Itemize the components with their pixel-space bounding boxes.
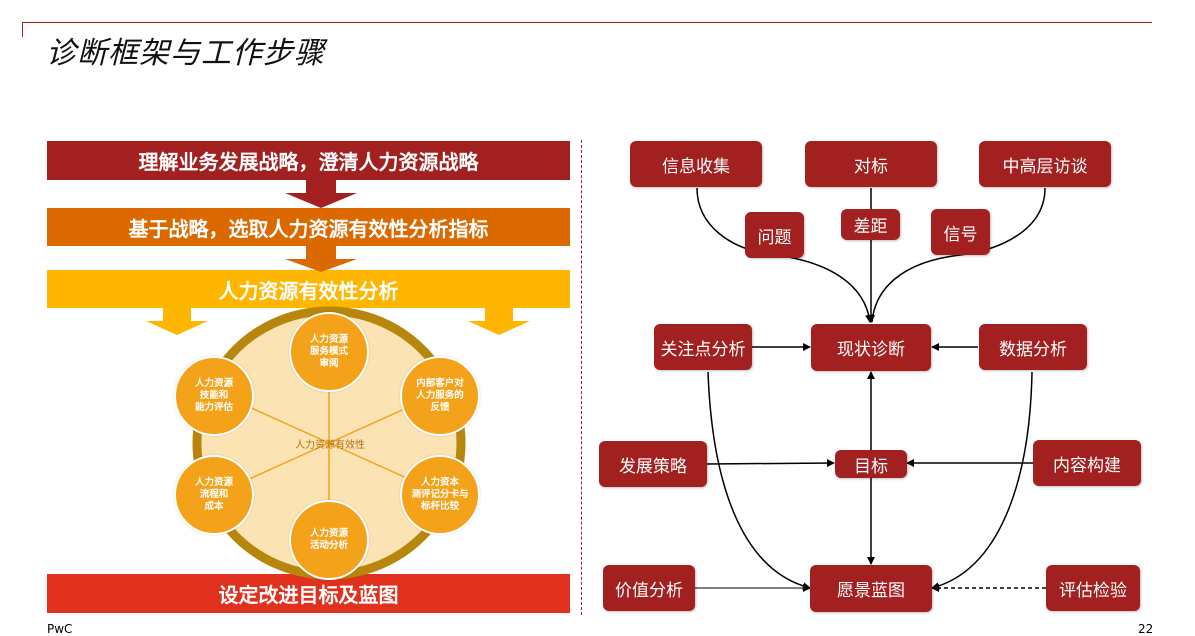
top-rule-tick <box>22 22 23 37</box>
node-goal: 目标 <box>835 450 907 478</box>
page-number: 22 <box>1138 622 1154 636</box>
down-arrow-icon <box>285 180 357 208</box>
node-benchmark: 对标 <box>805 141 937 187</box>
node-evaluation: 评估检验 <box>1046 565 1140 611</box>
wheel-item-activity-analysis: 人力资源 活动分析 <box>289 500 369 580</box>
page-title: 诊断框架与工作步骤 <box>46 36 325 71</box>
down-arrow-icon <box>468 308 530 335</box>
node-current-diagnosis: 现状诊断 <box>811 324 931 371</box>
node-info-collect: 信息收集 <box>630 141 762 187</box>
node-gap: 差距 <box>841 209 900 240</box>
step-4-banner: 设定改进目标及蓝图 <box>47 574 570 613</box>
step-3-banner: 人力资源有效性分析 <box>47 270 570 308</box>
wheel-center-label: 人力资源有效性 <box>295 440 365 451</box>
node-focus-analysis: 关注点分析 <box>654 324 752 370</box>
wheel-item-skill-assessment: 人力资源 技能和 能力评估 <box>174 356 254 436</box>
node-vision-blueprint: 愿景蓝图 <box>810 565 932 612</box>
top-rule <box>22 22 1152 23</box>
step-2-banner: 基于战略，选取人力资源有效性分析指标 <box>47 208 570 246</box>
node-content-build: 内容构建 <box>1033 440 1141 486</box>
wheel-item-process-cost: 人力资源 流程和 成本 <box>174 455 254 535</box>
node-interview: 中高层访谈 <box>979 141 1111 187</box>
node-data-analysis: 数据分析 <box>979 324 1087 370</box>
node-signal: 信号 <box>931 209 990 255</box>
wheel-item-internal-feedback: 内部客户对 人力服务的 反馈 <box>400 356 480 436</box>
wheel-item-service-model: 人力资源 服务模式 审阅 <box>289 312 369 392</box>
node-problem: 问题 <box>745 212 804 258</box>
footer-brand: PwC <box>47 622 73 636</box>
down-arrow-icon <box>146 308 208 335</box>
down-arrow-icon <box>285 246 357 272</box>
wheel-item-scorecard: 人力资本 测评记分卡与 标杆比较 <box>400 455 480 535</box>
node-value-analysis: 价值分析 <box>603 565 695 611</box>
section-divider <box>581 140 582 615</box>
step-1-banner: 理解业务发展战略，澄清人力资源战略 <box>47 141 570 180</box>
node-dev-strategy: 发展策略 <box>599 441 707 487</box>
